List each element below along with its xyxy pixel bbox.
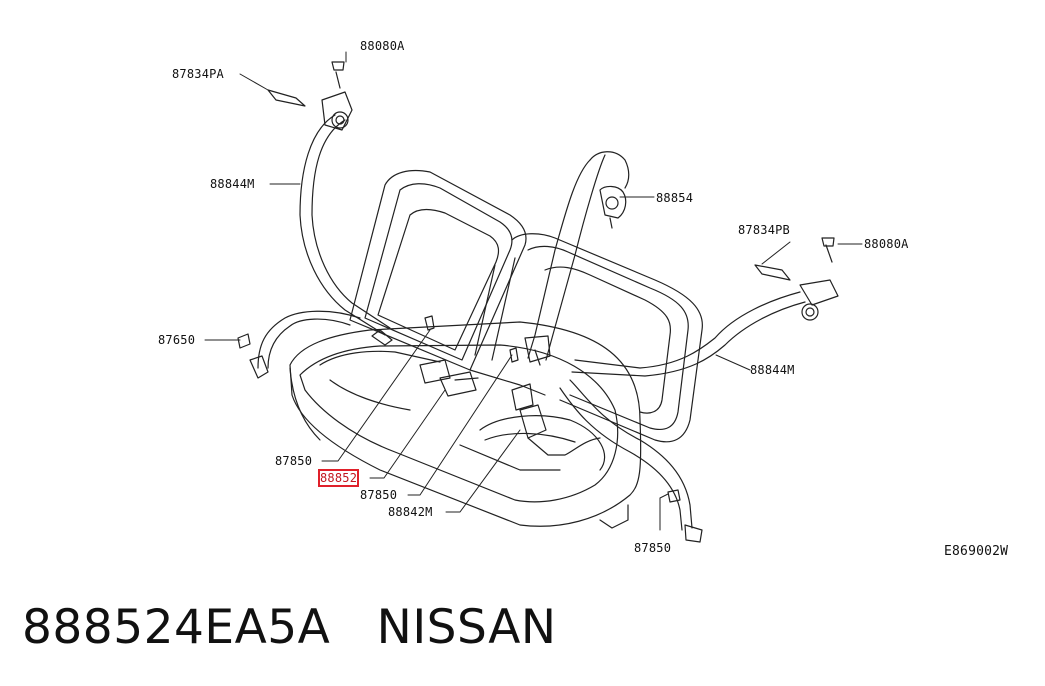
label-cover-right: 87834PB <box>738 223 790 237</box>
diagram-code: E869002W <box>944 544 1009 559</box>
seat-back <box>349 169 703 443</box>
label-cover-left: 87834PA <box>172 67 224 81</box>
label-retractor-center: 88854 <box>656 191 694 205</box>
label-bolt-right-anchor: 87850 <box>634 541 672 555</box>
label-buckle-highlight[interactable]: 88852 <box>317 469 360 487</box>
brand-name: NISSAN <box>376 600 557 655</box>
label-bolt-center-1: 87850 <box>275 454 313 468</box>
right-lap-belt <box>559 379 703 543</box>
label-bolt-top: 88080A <box>360 39 405 53</box>
label-belt-left: 88844M <box>210 177 255 191</box>
label-bolt-right: 88080A <box>864 237 909 251</box>
center-buckle <box>509 347 601 456</box>
parts-diagram: 88080A 87834PA 88844M 88854 87834PB 8808… <box>158 39 1009 559</box>
label-bolt-center-2: 87850 <box>360 488 398 502</box>
leader-lines <box>204 51 863 531</box>
left-shoulder-belt <box>267 61 393 346</box>
part-number: 888524EA5A <box>22 600 331 655</box>
label-bolt-left-anchor: 87650 <box>158 333 196 347</box>
center-shoulder-belt <box>524 151 630 366</box>
buckle-bracket <box>419 315 479 397</box>
seat-cushion <box>289 321 642 529</box>
label-belt-right: 88844M <box>750 363 795 377</box>
seat-belt-illustration <box>204 51 863 543</box>
caption-spacer <box>330 600 376 655</box>
right-shoulder-belt <box>571 237 839 377</box>
left-lap-belt <box>237 310 361 379</box>
label-buckle-center: 88842M <box>388 505 433 519</box>
part-caption: 888524EA5A NISSAN <box>22 600 557 655</box>
